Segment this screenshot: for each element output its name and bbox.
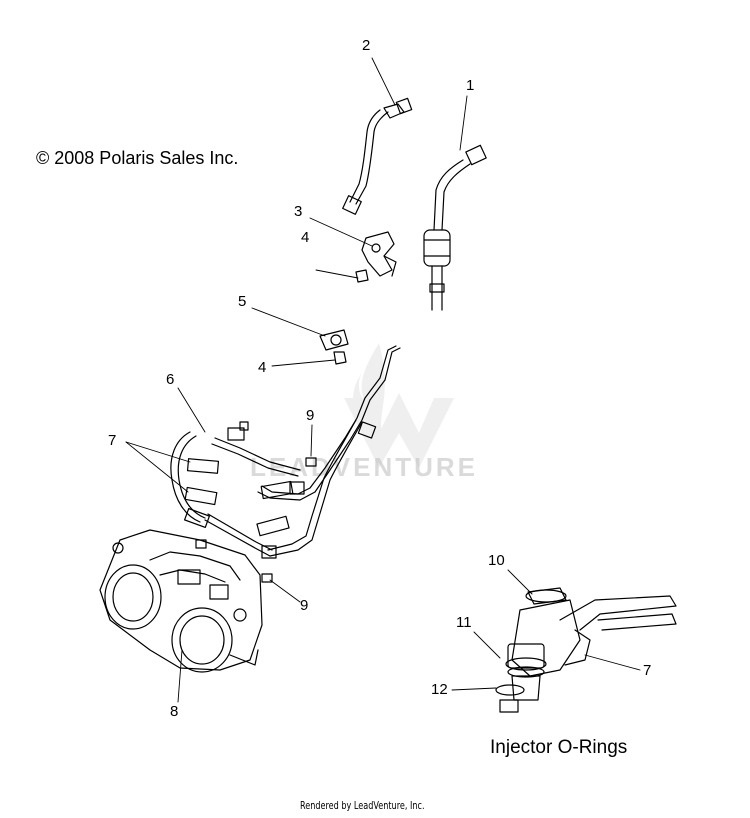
callout-8: 8 <box>170 703 179 720</box>
callout-7-main: 7 <box>108 432 117 449</box>
callout-1: 1 <box>466 77 475 94</box>
part-4-bolts <box>333 269 369 365</box>
inset-title: Injector O-Rings <box>490 737 628 758</box>
part-8-throttle-body <box>99 529 263 673</box>
callout-10: 10 <box>488 552 505 569</box>
callout-6: 6 <box>166 371 175 388</box>
part-6-fuel-rail-hose <box>170 345 401 559</box>
callout-12: 12 <box>431 681 448 698</box>
footer-credit: Rendered by LeadVenture, Inc. <box>300 799 425 812</box>
leader-lines <box>125 57 641 703</box>
callout-4-lower: 4 <box>258 359 267 376</box>
callout-2: 2 <box>362 37 371 54</box>
inset-injector-detail <box>495 587 677 713</box>
callout-11: 11 <box>456 614 472 631</box>
part-3-bracket <box>361 231 397 277</box>
callout-5: 5 <box>238 293 247 310</box>
leadventure-watermark-logo <box>344 343 454 468</box>
part-9-fittings <box>195 421 317 583</box>
part-2-fuel-line <box>342 97 413 215</box>
callout-7-inset: 7 <box>643 662 652 679</box>
part-5-clamp <box>319 329 349 351</box>
part-1-fuel-line-filter <box>423 144 487 311</box>
callout-9-upper: 9 <box>306 407 315 424</box>
callout-4-upper: 4 <box>301 229 310 246</box>
callout-9-lower: 9 <box>300 597 309 614</box>
copyright-text: © 2008 Polaris Sales Inc. <box>36 148 239 168</box>
callout-3: 3 <box>294 203 303 220</box>
